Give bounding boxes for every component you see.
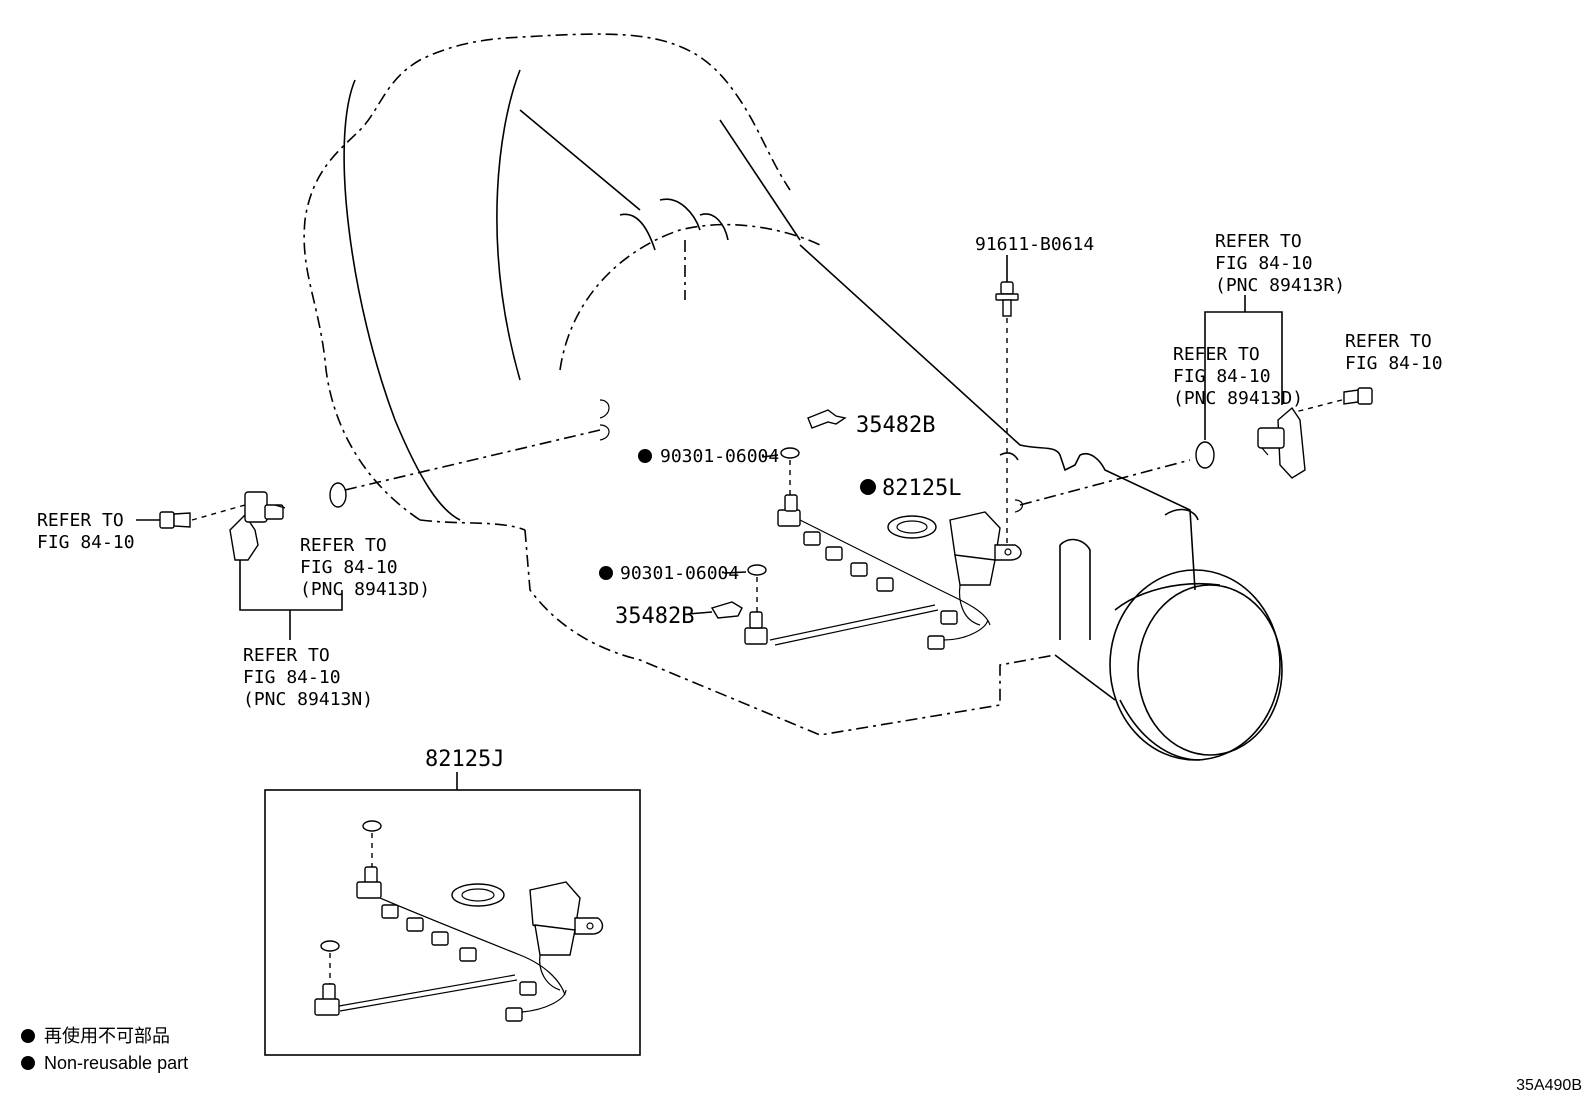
oring-upper [780,447,800,459]
snap-ring [599,399,610,441]
left-oring [329,482,347,508]
left-speed-sensor [229,491,286,561]
label-gasket: 82125L [882,476,961,501]
nonreusable-dot-oring-lower [599,566,613,580]
left-sensor-bracket [239,560,343,611]
ref-right-sensor-line3: (PNC 89413R) [1215,275,1345,296]
label-bolt-top: 91611-B0614 [975,234,1094,255]
figure-code: 35A490B [1516,1077,1582,1094]
ref-left-sensor-line1: REFER TO [243,645,330,666]
ref-right-oring-line2: FIG 84-10 [1173,366,1271,387]
ref-left-bolt-line1: REFER TO [37,510,124,531]
top-bolt [995,255,1019,548]
oring-lower [747,564,767,576]
ref-left-oring-line2: FIG 84-10 [300,557,398,578]
label-clip-lower: 35482B [615,604,694,629]
gasket-inner [896,520,928,534]
ref-left-sensor-line3: (PNC 89413N) [243,689,373,710]
right-speed-sensor [1257,406,1306,479]
axis-line-right [1019,459,1191,506]
transmission-housing [303,33,1199,736]
ref-right-oring-line3: (PNC 89413D) [1173,388,1303,409]
label-clip-upper: 35482B [856,413,935,438]
assy-inset-box [264,789,641,1056]
snap-ring-right [1014,499,1024,513]
ref-left-bolt-line2: FIG 84-10 [37,532,135,553]
clip-lower [710,601,743,619]
legend-jp-text: 再使用不可部品 [44,1026,170,1046]
label-oring-lower: 90301-06004 [620,563,739,584]
gasket [887,515,937,539]
legend-dot-en [21,1056,35,1070]
label-oring-upper: 90301-06004 [660,446,779,467]
clip-lower-leader [687,611,713,615]
right-oring [1195,441,1215,469]
left-bolt [159,504,246,529]
ref-right-bolt-line2: FIG 84-10 [1345,353,1443,374]
output-flange [1109,569,1283,761]
ref-right-oring-line1: REFER TO [1173,344,1260,365]
label-harness-assy: 82125J [425,747,504,772]
solenoid-harness [744,494,1022,650]
ref-left-sensor-line2: FIG 84-10 [243,667,341,688]
ref-right-sensor-line1: REFER TO [1215,231,1302,252]
ref-right-bolt-line1: REFER TO [1345,331,1432,352]
ref-left-oring-line1: REFER TO [300,535,387,556]
ref-left-oring-line3: (PNC 89413D) [300,579,430,600]
assy-harness [314,820,604,1022]
legend-en-text: Non-reusable part [44,1053,188,1073]
right-sensor-bracket [1204,311,1283,440]
nonreusable-dot-gasket [860,479,876,495]
axis-line-left [344,429,601,491]
ref-right-sensor-line2: FIG 84-10 [1215,253,1313,274]
clip-upper [807,409,847,429]
oring-upper-leader [761,454,779,458]
oring-lower-leader [723,571,747,574]
nonreusable-dot-oring-upper [638,449,652,463]
legend-dot-jp [21,1029,35,1043]
right-bolt [1294,387,1373,413]
